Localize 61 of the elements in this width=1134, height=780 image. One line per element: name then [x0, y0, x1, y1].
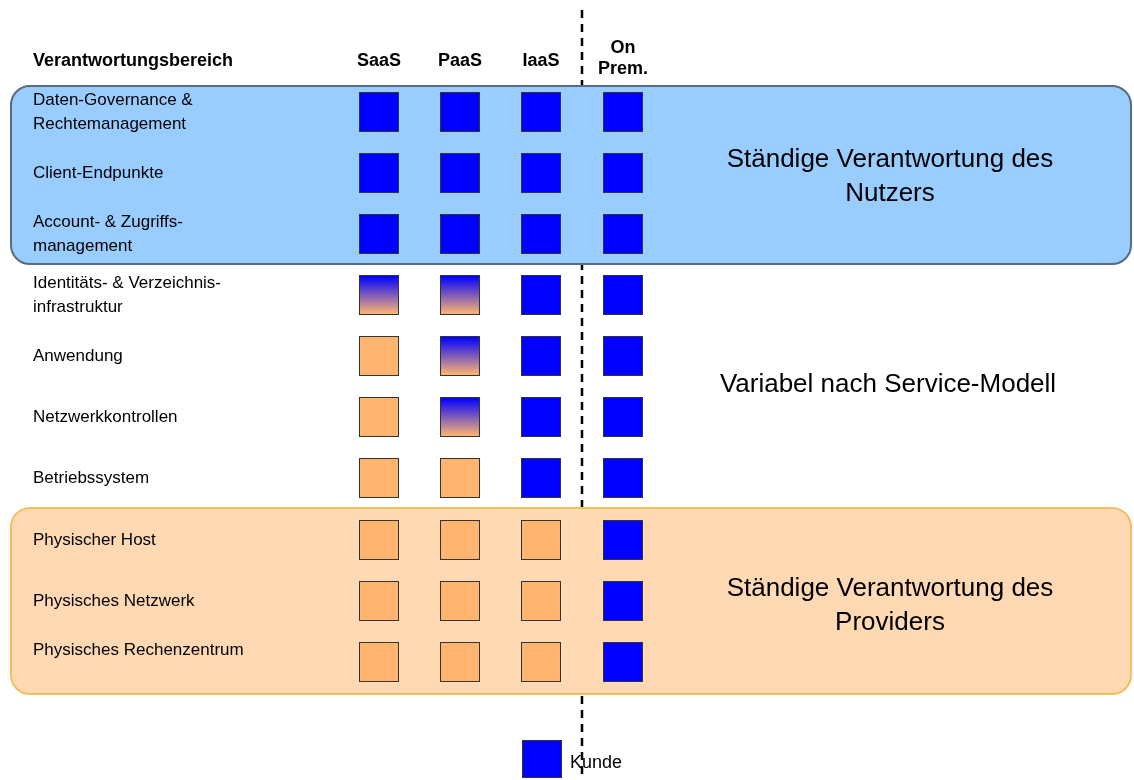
responsibility-square	[440, 581, 480, 621]
responsibility-square	[521, 642, 561, 682]
responsibility-square	[359, 397, 399, 437]
responsibility-square	[603, 153, 643, 193]
responsibility-square	[440, 336, 480, 376]
responsibility-square	[359, 336, 399, 376]
band-label: Variabel nach Service-Modell	[718, 367, 1058, 400]
responsibility-square	[359, 520, 399, 560]
responsibility-square	[359, 153, 399, 193]
column-header: SaaS	[355, 50, 402, 71]
responsibility-square	[603, 458, 643, 498]
responsibility-square	[359, 275, 399, 315]
row-label: Account- & Zugriffs- management	[33, 211, 184, 257]
responsibility-square	[521, 397, 561, 437]
responsibility-square	[521, 581, 561, 621]
responsibility-square	[359, 458, 399, 498]
row-label: Betriebssystem	[33, 467, 151, 489]
column-header: IaaS	[521, 50, 561, 71]
responsibility-square	[359, 214, 399, 254]
band-label: Ständige Verantwortung des Nutzers	[725, 142, 1055, 209]
row-label: Client-Endpunkte	[33, 162, 165, 184]
responsibility-square	[440, 153, 480, 193]
column-header: PaaS	[436, 50, 483, 71]
responsibility-square	[603, 275, 643, 315]
row-label: Daten-Governance & Rechtemanagement	[33, 89, 194, 135]
responsibility-square	[521, 275, 561, 315]
responsibility-square	[603, 642, 643, 682]
responsibility-square	[359, 642, 399, 682]
responsibility-square	[603, 214, 643, 254]
responsibility-square	[359, 92, 399, 132]
responsibility-square	[440, 214, 480, 254]
column-header: On Prem.	[597, 37, 649, 79]
responsibility-square	[440, 275, 480, 315]
responsibility-square	[440, 397, 480, 437]
responsibility-square	[603, 581, 643, 621]
responsibility-square	[603, 336, 643, 376]
responsibility-square	[440, 92, 480, 132]
band-label: Ständige Verantwortung des Providers	[725, 571, 1055, 638]
responsibility-square	[603, 92, 643, 132]
responsibility-square	[603, 397, 643, 437]
responsibility-square	[521, 458, 561, 498]
row-label: Physisches Netzwerk	[33, 590, 196, 612]
responsibility-square	[440, 520, 480, 560]
responsibility-square	[440, 642, 480, 682]
responsibility-square	[521, 520, 561, 560]
responsibility-square	[603, 520, 643, 560]
responsibility-band	[10, 507, 1132, 695]
responsibility-square	[521, 336, 561, 376]
row-label: Anwendung	[33, 345, 124, 367]
row-label: Identitäts- & Verzeichnis- infrastruktur	[33, 272, 223, 318]
responsibility-band	[10, 85, 1132, 265]
responsibility-square	[359, 581, 399, 621]
row-label: Physisches Rechenzentrum	[33, 639, 245, 661]
column-header: Verantwortungsbereich	[33, 50, 234, 71]
responsibility-square	[521, 92, 561, 132]
row-label: Netzwerkkontrollen	[33, 406, 179, 428]
responsibility-square	[440, 458, 480, 498]
responsibility-square	[521, 214, 561, 254]
legend-label: Kunde	[570, 752, 623, 773]
responsibility-square	[521, 153, 561, 193]
row-label: Physischer Host	[33, 529, 157, 551]
